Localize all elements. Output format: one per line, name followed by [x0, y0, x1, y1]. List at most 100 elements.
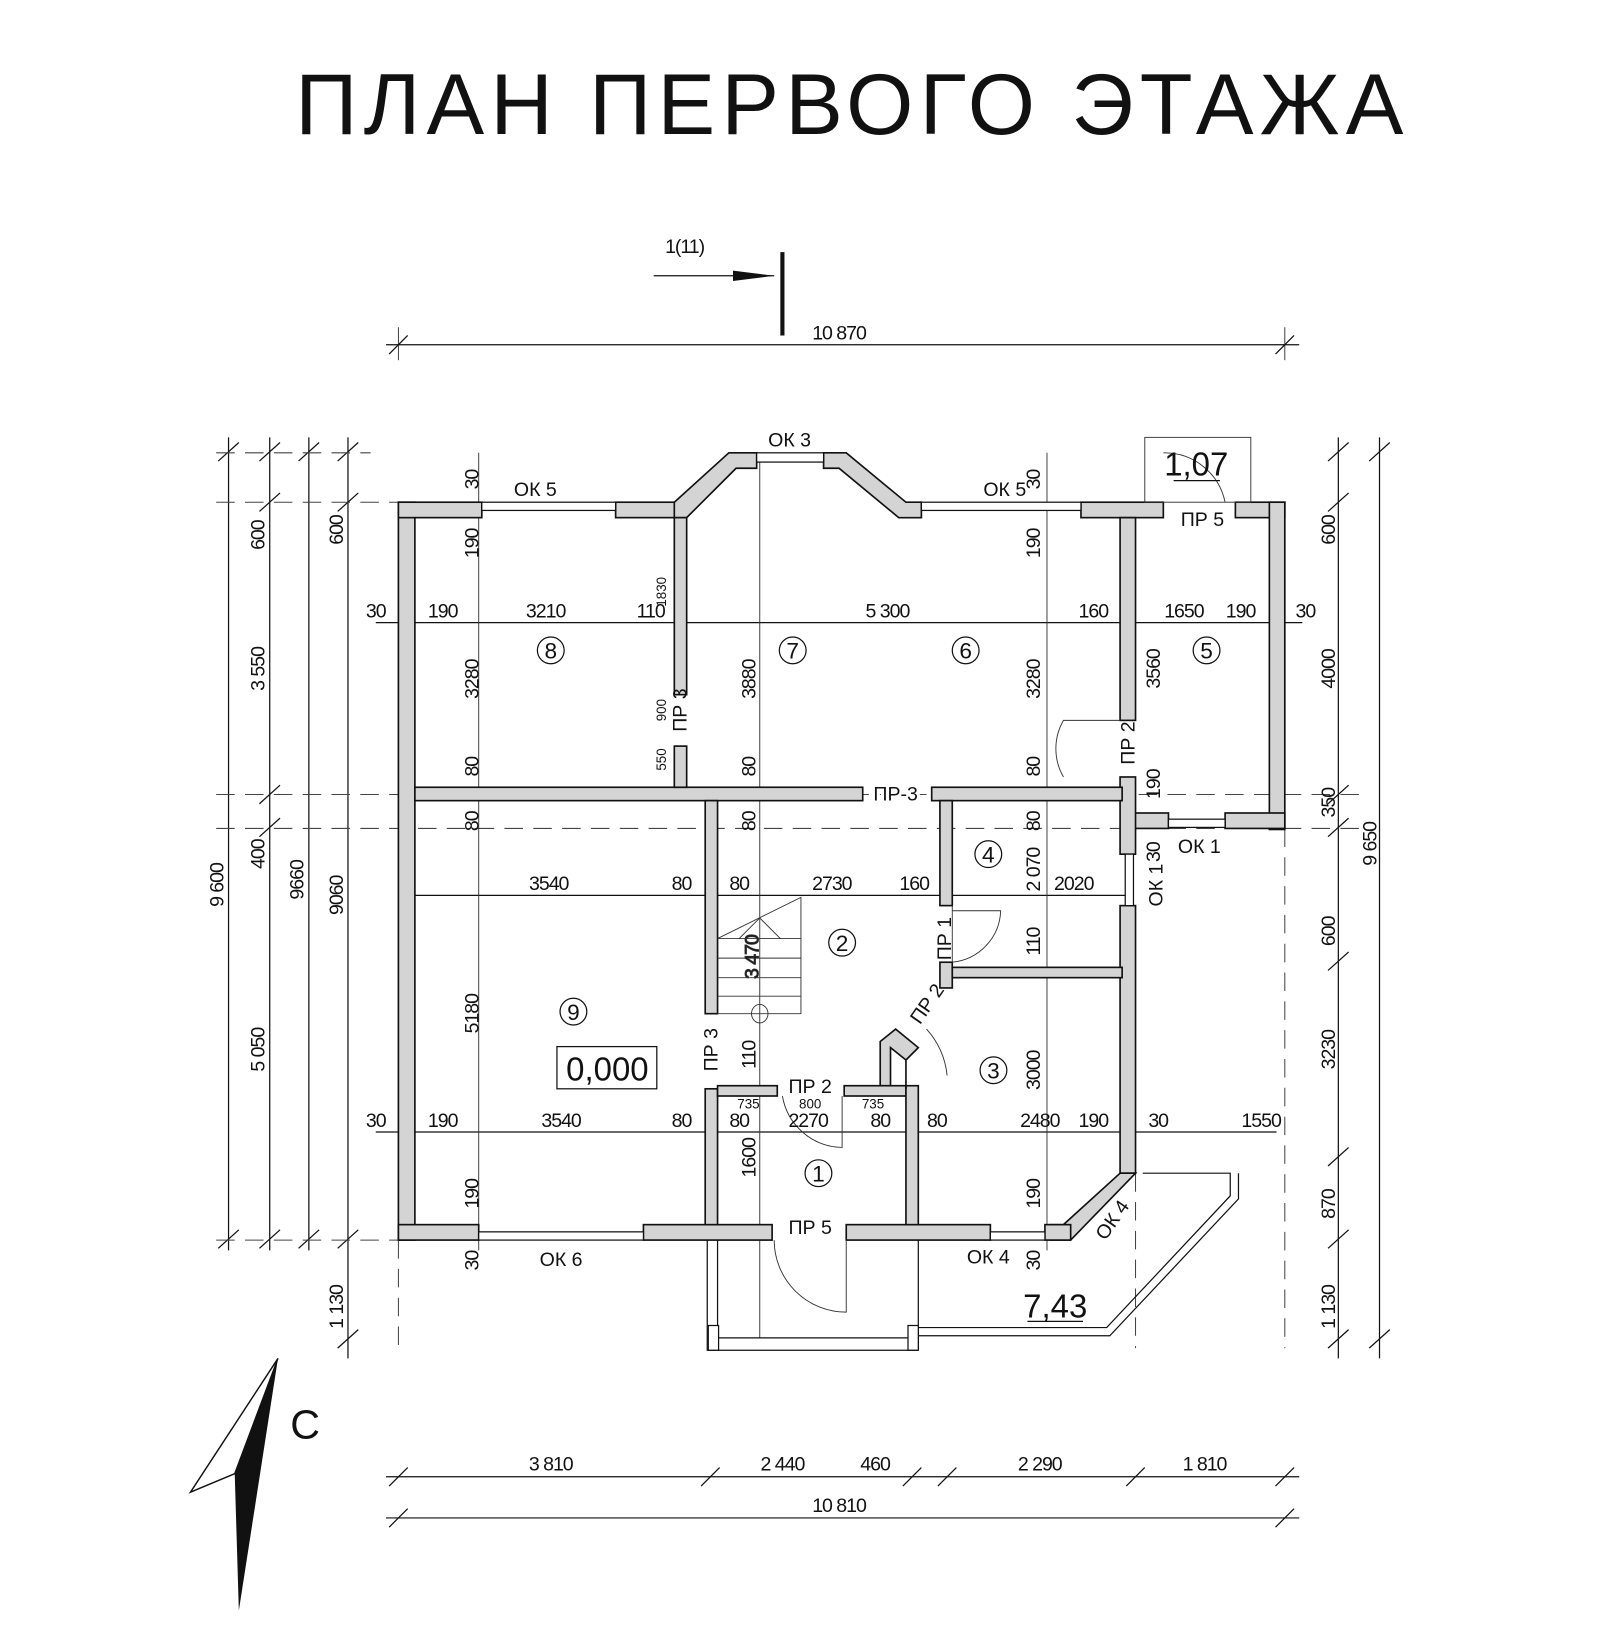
- dim-text: 190: [1226, 600, 1257, 622]
- dim-text: 2270: [788, 1110, 829, 1132]
- plan-title: ПЛАН ПЕРВОГО ЭТАЖА: [295, 57, 1409, 153]
- north-arrow-icon: С: [188, 1358, 320, 1611]
- dim-text: 600: [326, 514, 348, 545]
- dim-text: 900: [654, 699, 669, 721]
- room-number: 8: [544, 639, 557, 664]
- porches: [706, 436, 1252, 1351]
- dim-text: 110: [1023, 926, 1045, 955]
- door-label: ПР 1: [934, 917, 956, 960]
- window-label: ОК 5: [514, 479, 557, 501]
- dim-text: 550: [654, 748, 669, 770]
- dim-text: 80: [1023, 756, 1045, 777]
- dim-text: 2 070: [1023, 847, 1045, 892]
- stair-label: 3 470: [742, 934, 764, 979]
- dim-text: 110: [637, 600, 666, 622]
- dim-text: 190: [1023, 1178, 1045, 1209]
- dim-text: 80: [729, 873, 750, 895]
- dim-text: 735: [737, 1096, 759, 1111]
- opening-labels: ОК 5 ОК 3 ОК 5 ПР 5 ПР 3 ПР 2 ПР-3 ОК 1 …: [514, 430, 1224, 1271]
- room-numbers: 1 2 3 4 5 6 7 8 9: [544, 639, 1212, 1187]
- dim-text: 80: [870, 1110, 891, 1132]
- dim-text: 1830: [654, 577, 669, 607]
- dim-text: 3540: [541, 1110, 582, 1132]
- room-number: 7: [786, 639, 799, 664]
- dim-text: 3560: [1143, 648, 1165, 689]
- dim-text: 80: [462, 810, 484, 831]
- dim-text: 3880: [739, 658, 761, 699]
- dim-text: 9 650: [1359, 821, 1381, 866]
- dim-text: 110: [739, 1040, 761, 1069]
- dim-text: 1 130: [1318, 1284, 1340, 1329]
- dim-text: 9660: [287, 859, 309, 900]
- level-mark-terrace: 7,43: [1023, 1287, 1087, 1324]
- walls: [397, 451, 1286, 1241]
- dim-text: 600: [248, 519, 270, 550]
- dim-text: 3 810: [529, 1454, 574, 1476]
- dim-text: 735: [862, 1096, 884, 1111]
- door-label: ПР 5: [1181, 509, 1225, 531]
- dim-text: 160: [899, 873, 930, 895]
- window-label: ОК 5: [983, 479, 1026, 501]
- window-label: ОК 3: [768, 430, 811, 452]
- window-label: ОК 1: [1145, 864, 1167, 907]
- dim-text: 160: [1079, 600, 1110, 622]
- dim-text: 80: [739, 810, 761, 831]
- dim-text: 460: [860, 1454, 891, 1476]
- dim-text: 190: [1079, 1110, 1110, 1132]
- dim-text: 80: [462, 756, 484, 777]
- dim-text: 5 300: [866, 600, 911, 622]
- dim-text: 10 810: [812, 1495, 867, 1517]
- dim-text: 9 600: [206, 862, 228, 907]
- room-markers: [536, 636, 1221, 1188]
- level-mark-porch: 1,07: [1164, 445, 1228, 482]
- door-label: ПР 3: [670, 688, 692, 732]
- dim-text: 80: [729, 1110, 750, 1132]
- dim-text: 190: [1023, 527, 1045, 558]
- room-number: 2: [836, 931, 849, 956]
- room-number: 4: [982, 842, 995, 867]
- dim-text: 30: [462, 469, 484, 490]
- dim-text: 190: [428, 1110, 459, 1132]
- door-label: ПР 3: [701, 1028, 723, 1072]
- door-label: ПР 2: [1117, 721, 1139, 764]
- dim-text: 80: [1023, 810, 1045, 831]
- dim-text: 190: [428, 600, 459, 622]
- outer-dimensions: 10 870 3 810 2 440 460 2 290 1 810 10 81…: [206, 323, 1381, 1517]
- dim-text: 600: [1318, 915, 1340, 946]
- window-label: ОК 4: [967, 1247, 1010, 1269]
- dim-text: 9060: [326, 874, 348, 915]
- dim-text: 1 130: [326, 1284, 348, 1329]
- dim-text: 80: [739, 756, 761, 777]
- dim-text: 30: [366, 600, 387, 622]
- dim-text: 5180: [462, 993, 484, 1034]
- dim-text: 10 870: [812, 323, 867, 345]
- dim-text: 30: [1296, 600, 1317, 622]
- room-number: 5: [1200, 639, 1213, 664]
- dim-text: 870: [1318, 1188, 1340, 1219]
- windows: [478, 452, 1226, 1241]
- room-number: 1: [812, 1161, 825, 1186]
- dim-text: 1 810: [1183, 1454, 1228, 1476]
- dim-text: 400: [248, 838, 270, 869]
- dim-text: 30: [462, 1250, 484, 1271]
- dim-text: 3000: [1023, 1049, 1045, 1090]
- dim-text: 190: [462, 1178, 484, 1209]
- dim-text: 3280: [1023, 658, 1045, 699]
- dim-text: 3540: [529, 873, 570, 895]
- level-mark-main: 0,000: [566, 1051, 648, 1088]
- dim-text: 190: [1143, 768, 1165, 799]
- dim-text: 80: [672, 1110, 693, 1132]
- door-label: ПР-3: [873, 784, 918, 806]
- dim-text: 4000: [1318, 648, 1340, 689]
- dim-text: 800: [799, 1096, 821, 1111]
- dim-text: 5 050: [248, 1027, 270, 1072]
- room-number: 3: [987, 1059, 1000, 1084]
- dim-text: 3 550: [248, 646, 270, 691]
- window-label: ОК 1: [1178, 836, 1221, 858]
- section-mark: 1(11): [653, 236, 785, 336]
- dim-text: 2 440: [761, 1454, 806, 1476]
- staircase: 3 470: [717, 896, 802, 1024]
- dim-text: 350: [1318, 787, 1340, 818]
- dim-text: 2730: [812, 873, 853, 895]
- door-label: ПР 5: [789, 1217, 833, 1239]
